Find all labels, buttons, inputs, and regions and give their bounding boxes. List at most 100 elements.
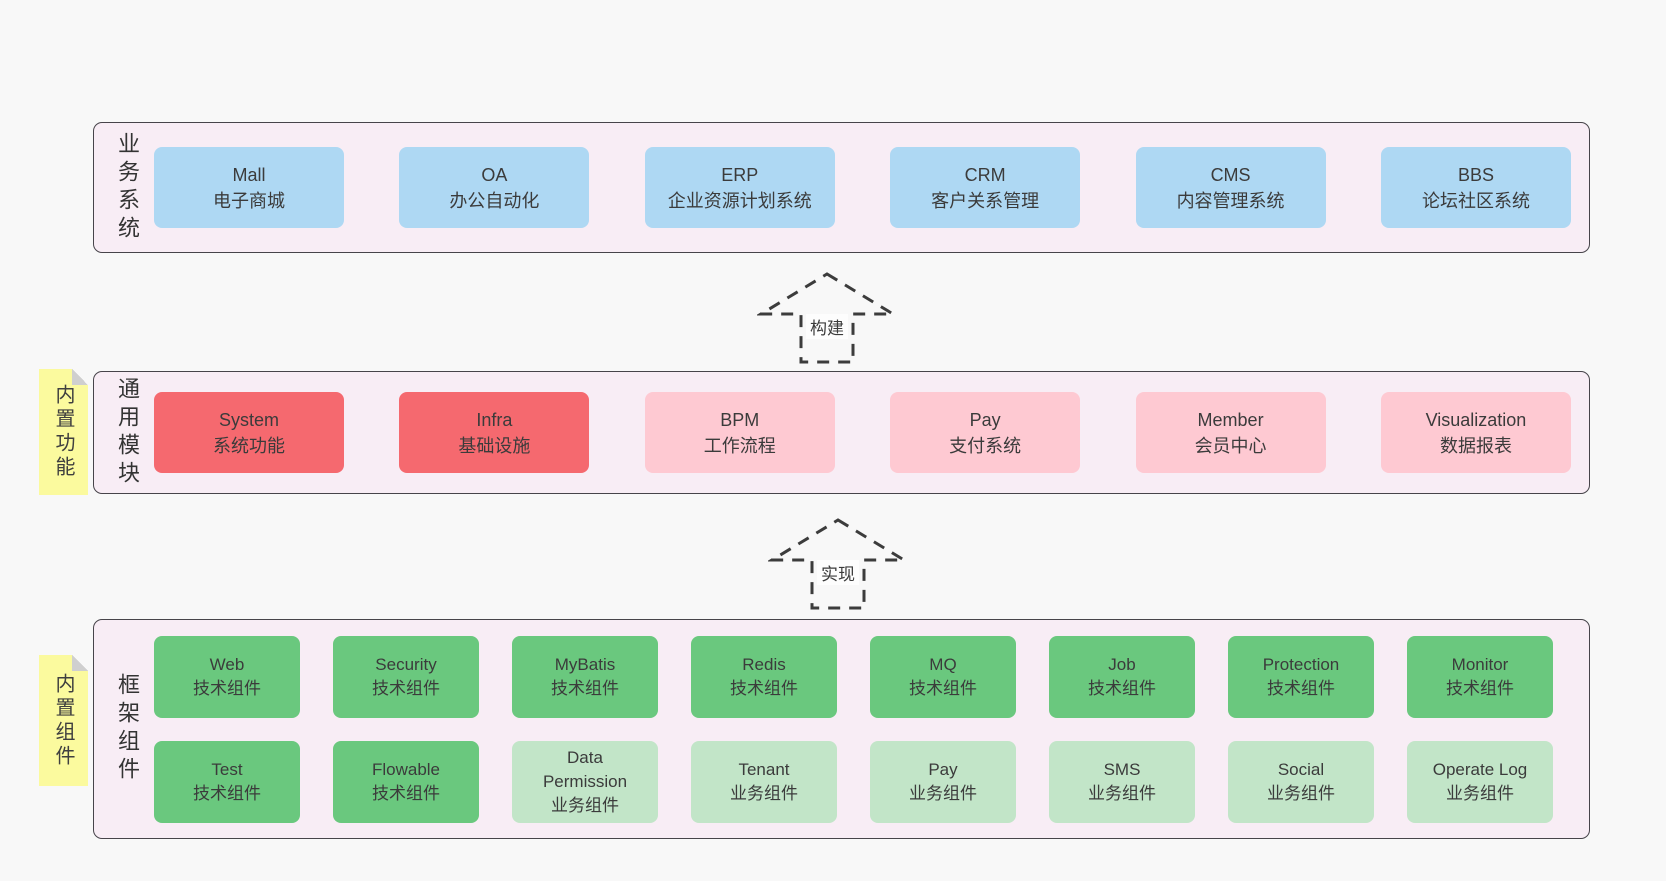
box-zh-label: 论坛社区系统 xyxy=(1421,190,1530,211)
box-en-label: Member xyxy=(1197,409,1264,430)
panel-business-systems: 业务系统 Mall 电子商城 OA 办公自动化 ERP 企业资源计划系统 CRM… xyxy=(93,122,1590,253)
box-zh-label: 技术组件 xyxy=(193,678,261,698)
box-zh-label: 业务组件 xyxy=(909,783,977,803)
box-zh-label: 技术组件 xyxy=(372,678,440,698)
component-box-data-permission: Data Permission 业务组件 xyxy=(512,740,658,823)
panel-common-modules: 通用模块 System 系统功能 Infra 基础设施 BPM 工作流程 Pay… xyxy=(93,371,1590,494)
business-boxes-row: Mall 电子商城 OA 办公自动化 ERP 企业资源计划系统 CRM 客户关系… xyxy=(154,147,1589,228)
box-zh-label: 系统功能 xyxy=(213,435,285,456)
module-box-member: Member 会员中心 xyxy=(1135,392,1326,473)
box-zh-label: 办公自动化 xyxy=(449,190,540,211)
arrow-implement-label: 实现 xyxy=(817,560,859,585)
box-en-label: Tenant xyxy=(738,759,790,779)
box-zh-label: 基础设施 xyxy=(458,435,531,456)
box-zh-label: 工作流程 xyxy=(703,435,776,456)
up-arrow-icon xyxy=(768,518,908,610)
arrow-build-label: 构建 xyxy=(806,314,848,339)
box-en-label: BPM xyxy=(720,409,760,430)
box-en-label: Data Permission xyxy=(542,747,628,791)
box-en-label: Protection xyxy=(1262,654,1340,674)
box-zh-label: 业务组件 xyxy=(1088,783,1156,803)
box-en-label: ERP xyxy=(721,164,759,185)
box-en-label: MQ xyxy=(929,654,957,674)
component-boxes-row-1: Web 技术组件 Security 技术组件 MyBatis 技术组件 Redi… xyxy=(154,635,1571,718)
arrow-implement: 实现 xyxy=(768,516,908,612)
component-box-job: Job 技术组件 xyxy=(1049,635,1195,718)
box-en-label: Operate Log xyxy=(1432,759,1528,779)
box-en-label: Pay xyxy=(969,409,1001,430)
box-en-label: MyBatis xyxy=(554,654,616,674)
box-zh-label: 技术组件 xyxy=(551,678,619,698)
box-zh-label: 技术组件 xyxy=(193,783,261,803)
panel-business-label: 业务系统 xyxy=(115,131,140,244)
biz-box-bbs: BBS 论坛社区系统 xyxy=(1380,147,1571,228)
box-zh-label: 业务组件 xyxy=(1446,783,1514,803)
box-en-label: OA xyxy=(481,164,508,185)
box-zh-label: 技术组件 xyxy=(909,678,977,698)
box-zh-label: 技术组件 xyxy=(1088,678,1156,698)
box-en-label: System xyxy=(218,409,279,430)
component-box-tenant: Tenant 业务组件 xyxy=(691,740,837,823)
component-box-mq: MQ 技术组件 xyxy=(870,635,1016,718)
component-box-operate-log: Operate Log 业务组件 xyxy=(1407,740,1553,823)
module-box-bpm: BPM 工作流程 xyxy=(644,392,835,473)
module-box-infra: Infra 基础设施 xyxy=(399,392,590,473)
box-zh-label: 客户关系管理 xyxy=(931,190,1040,211)
box-en-label: CRM xyxy=(964,164,1006,185)
biz-box-cms: CMS 内容管理系统 xyxy=(1135,147,1326,228)
component-box-social: Social 业务组件 xyxy=(1228,740,1374,823)
sticky-note-builtin-components: 内置组件 xyxy=(39,655,88,786)
box-zh-label: 会员中心 xyxy=(1194,435,1267,456)
component-box-monitor: Monitor 技术组件 xyxy=(1407,635,1553,718)
component-box-mybatis: MyBatis 技术组件 xyxy=(512,635,658,718)
note-fold-icon xyxy=(72,369,88,385)
component-box-security: Security 技术组件 xyxy=(333,635,479,718)
box-zh-label: 业务组件 xyxy=(1267,783,1335,803)
biz-box-oa: OA 办公自动化 xyxy=(399,147,590,228)
box-en-label: Web xyxy=(209,654,245,674)
box-zh-label: 技术组件 xyxy=(730,678,798,698)
arrow-build: 构建 xyxy=(757,270,897,366)
box-en-label: Visualization xyxy=(1425,409,1527,430)
panel-modules-label: 通用模块 xyxy=(115,376,140,489)
module-box-system: System 系统功能 xyxy=(154,392,344,473)
box-en-label: Social xyxy=(1277,759,1325,779)
box-en-label: Infra xyxy=(476,409,513,430)
note-text: 内置组件 xyxy=(52,672,74,769)
box-en-label: Test xyxy=(211,759,243,779)
box-zh-label: 技术组件 xyxy=(1267,678,1335,698)
box-zh-label: 技术组件 xyxy=(372,783,440,803)
box-en-label: CMS xyxy=(1210,164,1251,185)
module-box-visualization: Visualization 数据报表 xyxy=(1380,392,1571,473)
box-zh-label: 数据报表 xyxy=(1439,435,1512,456)
box-en-label: Pay xyxy=(928,759,958,779)
box-en-label: Redis xyxy=(742,654,786,674)
panel-components-label: 框架组件 xyxy=(115,673,140,785)
box-zh-label: 支付系统 xyxy=(949,435,1022,456)
box-en-label: Job xyxy=(1108,654,1136,674)
box-zh-label: 电子商城 xyxy=(213,190,285,211)
biz-box-mall: Mall 电子商城 xyxy=(154,147,344,228)
sticky-note-builtin-functions: 内置功能 xyxy=(39,369,88,495)
box-zh-label: 业务组件 xyxy=(730,783,798,803)
component-box-sms: SMS 业务组件 xyxy=(1049,740,1195,823)
up-arrow-icon xyxy=(757,272,897,364)
module-box-pay: Pay 支付系统 xyxy=(890,392,1081,473)
component-box-protection: Protection 技术组件 xyxy=(1228,635,1374,718)
note-text: 内置功能 xyxy=(52,384,74,480)
module-boxes-row: System 系统功能 Infra 基础设施 BPM 工作流程 Pay 支付系统… xyxy=(154,392,1589,473)
note-fold-icon xyxy=(72,655,88,671)
box-zh-label: 技术组件 xyxy=(1446,678,1514,698)
box-en-label: Flowable xyxy=(371,759,441,779)
box-zh-label: 内容管理系统 xyxy=(1176,190,1285,211)
box-en-label: Security xyxy=(375,654,437,674)
box-en-label: Mall xyxy=(232,164,266,185)
box-zh-label: 企业资源计划系统 xyxy=(667,190,812,211)
box-zh-label: 业务组件 xyxy=(551,795,619,815)
component-box-web: Web 技术组件 xyxy=(154,635,300,718)
biz-box-erp: ERP 企业资源计划系统 xyxy=(644,147,835,228)
component-boxes-row-2: Test 技术组件 Flowable 技术组件 Data Permission … xyxy=(154,740,1571,823)
biz-box-crm: CRM 客户关系管理 xyxy=(890,147,1081,228)
box-en-label: SMS xyxy=(1103,759,1141,779)
